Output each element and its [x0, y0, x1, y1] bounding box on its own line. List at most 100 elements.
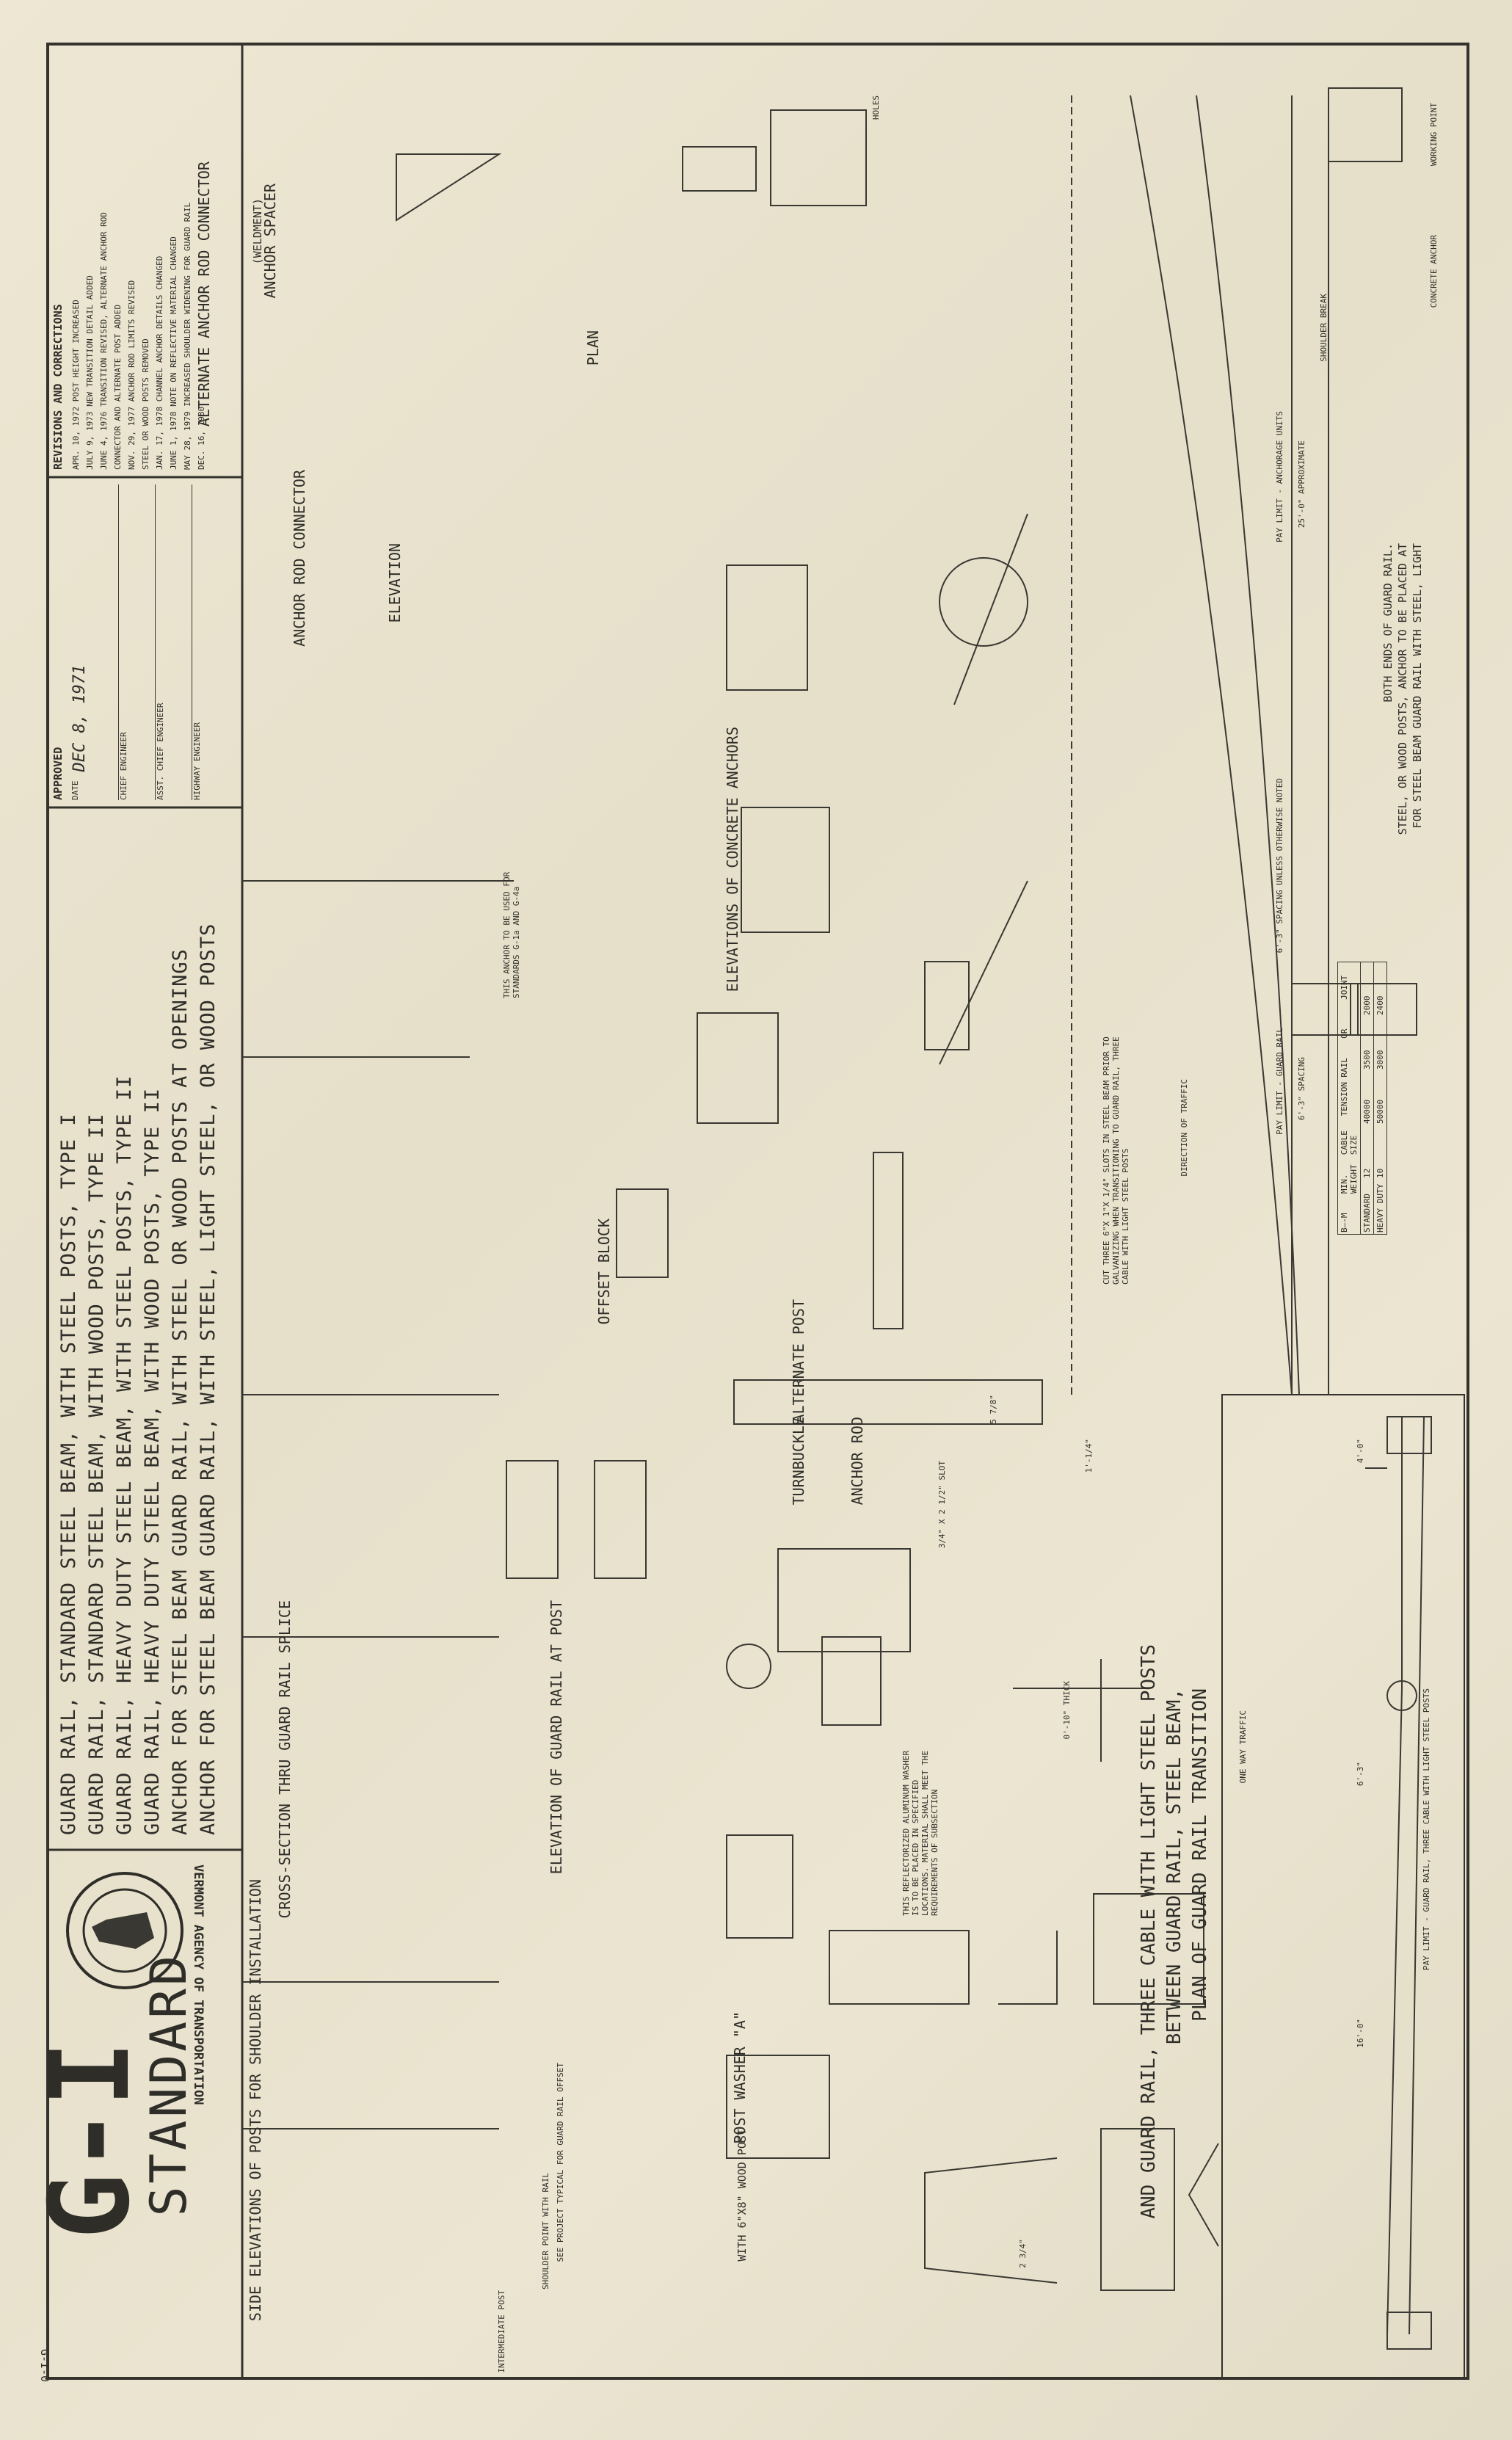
- label-anchor-spacer-sub: (WELDMENT): [251, 198, 264, 265]
- label-elevations-concrete-anchors: ELEVATIONS OF CONCRETE ANCHORS: [724, 727, 741, 992]
- anchor-note-1: FOR STEEL BEAM GUARD RAIL WITH STEEL, LI…: [1411, 543, 1424, 829]
- pay-limit-guard-rail: PAY LIMIT - GUARD RAIL: [1275, 1028, 1284, 1135]
- title-line-6: ANCHOR FOR STEEL BEAM GUARD RAIL, WITH S…: [197, 923, 219, 1835]
- label-alternate-post: ALTERNATE POST: [790, 1299, 807, 1423]
- anchor-note-2: STEEL, OR WOOD POSTS, ANCHOR TO BE PLACE…: [1396, 543, 1409, 835]
- one-way-traffic: ONE WAY TRAFFIC: [1238, 1710, 1248, 1784]
- table-cell: 10: [1375, 1168, 1385, 1178]
- table-header: RAIL: [1340, 1058, 1349, 1078]
- table-header-row: B—-M MIN. WEIGHT CABLE SIZE TENSION RAIL…: [1338, 962, 1361, 1234]
- table-header: MIN. WEIGHT: [1340, 1164, 1359, 1194]
- intermediate-post: INTERMEDIATE POST: [497, 2290, 506, 2373]
- working-point: WORKING POINT: [1429, 103, 1439, 167]
- transition-title-1: PLAN OF GUARD RAIL TRANSITION: [1189, 1688, 1211, 2022]
- signature-2: [133, 484, 156, 800]
- label-wood-post: WITH 6"X8" WOOD POST: [735, 2129, 749, 2262]
- transition-title-2: BETWEEN GUARD RAIL, STEEL BEAM,: [1163, 1688, 1185, 2045]
- role-asst-chief-engineer: ASST. CHIEF ENGINEER: [156, 702, 165, 800]
- revision-entry: JUNE 4, 1976 TRANSITION REVISED, ALTERNA…: [99, 212, 109, 470]
- dimension: 3/4" X 2 1/2" SLOT: [937, 1461, 947, 1549]
- revision-entry: CONNECTOR AND ALTERNATE POST ADDED: [113, 304, 123, 470]
- table-cell: STANDARD: [1362, 1194, 1372, 1232]
- spacing-note: 6'-3" SPACING UNLESS OTHERWISE NOTED: [1275, 778, 1284, 954]
- holes: HOLES: [871, 95, 881, 120]
- label-offset-block: OFFSET BLOCK: [595, 1219, 613, 1325]
- revision-entry: NOV. 29, 1977 ANCHOR ROD LIMITS REVISED: [127, 280, 137, 470]
- label-alternate-anchor-rod-connector: ALTERNATE ANCHOR ROD CONNECTOR: [195, 161, 213, 427]
- table-header: OR: [1340, 1028, 1349, 1039]
- revision-entry: JUNE 1, 1978 NOTE ON REFLECTIVE MATERIAL…: [169, 236, 178, 470]
- table-cell: 2000: [1362, 995, 1372, 1016]
- signature-3: [170, 484, 192, 800]
- role-chief-engineer: CHIEF ENGINEER: [119, 732, 128, 800]
- table-header: JOINT: [1340, 975, 1349, 1000]
- table-cell: 3500: [1362, 1050, 1372, 1070]
- title-line-4: GUARD RAIL, HEAVY DUTY STEEL BEAM, WITH …: [141, 1087, 164, 1835]
- revision-entry: STEEL OR WOOD POSTS REMOVED: [141, 338, 150, 470]
- table-row: HEAVY DUTY 10 50000 3000 2400: [1374, 962, 1386, 1234]
- rail-joint-table: B—-M MIN. WEIGHT CABLE SIZE TENSION RAIL…: [1337, 962, 1387, 1235]
- label-post-washer: POST WASHER "A": [731, 2011, 749, 2144]
- table-cell: 3000: [1375, 1050, 1385, 1070]
- reflective-note: THIS REFLECTORIZED ALUMINUM WASHER IS TO…: [901, 1750, 939, 1916]
- table-header: TENSION: [1340, 1082, 1349, 1116]
- title-lines: GUARD RAIL, STANDARD STEEL BEAM, WITH ST…: [55, 822, 231, 1835]
- approval-block: APPROVED DATE DEC 8, 1971 CHIEF ENGINEER…: [51, 484, 235, 800]
- shoulder-break: SHOULDER BREAK: [1319, 294, 1329, 362]
- revisions-heading: REVISIONS AND CORRECTIONS: [51, 304, 65, 470]
- dimension: 16'-0": [1356, 2019, 1365, 2048]
- role-highway-engineer: HIGHWAY ENGINEER: [192, 722, 202, 800]
- title-line-1: GUARD RAIL, STANDARD STEEL BEAM, WITH ST…: [57, 1113, 80, 1835]
- table-cell: 40000: [1362, 1099, 1372, 1124]
- shoulder-point: SHOULDER POINT WITH RAIL: [541, 2173, 550, 2290]
- revision-entry: JULY 9, 1973 NEW TRANSITION DETAIL ADDED: [85, 275, 95, 470]
- table-row: STANDARD 12 40000 3500 2000: [1361, 962, 1374, 1234]
- signature-1: [96, 484, 119, 800]
- dimension: 6'-3": [1356, 1762, 1365, 1787]
- anchor-usage-note: THIS ANCHOR TO BE USED FOR STANDARDS G-1…: [502, 871, 521, 998]
- revision-entry: APR. 10, 1972 POST HEIGHT INCREASED: [71, 299, 81, 470]
- table-cell: 12: [1362, 1168, 1372, 1178]
- dimension: 6'-3" SPACING: [1297, 1057, 1306, 1121]
- sheet-code: G-I-0: [38, 2349, 51, 2383]
- agency-ring-text: VERMONT AGENCY OF TRANSPORTATION: [191, 1865, 206, 2105]
- title-line-3: GUARD RAIL, HEAVY DUTY STEEL BEAM, WITH …: [113, 1075, 136, 1835]
- label-anchor-rod-connector: ANCHOR ROD CONNECTOR: [291, 470, 308, 647]
- title-line-5: ANCHOR FOR STEEL BEAM GUARD RAIL, WITH S…: [169, 948, 192, 1835]
- dimension: 4'-0": [1356, 1439, 1365, 1464]
- label-elevation: ELEVATION: [386, 543, 404, 623]
- label-anchor-rod: ANCHOR ROD: [848, 1417, 866, 1506]
- dimension: 0'-10" THICK: [1062, 1681, 1072, 1740]
- pay-limit-anchorage: PAY LIMIT - ANCHORAGE UNITS: [1275, 411, 1284, 542]
- table-header: B—-M: [1340, 1213, 1349, 1233]
- table-cell: 2400: [1375, 995, 1385, 1016]
- table-header: CABLE SIZE: [1340, 1130, 1359, 1155]
- vermont-seal: [66, 1872, 183, 1989]
- see-project: SEE PROJECT TYPICAL FOR GUARD RAIL OFFSE…: [556, 2063, 565, 2262]
- date-label: DATE: [70, 780, 80, 801]
- concrete-anchor: CONCRETE ANCHOR: [1429, 235, 1439, 308]
- approved-label: APPROVED: [51, 747, 65, 800]
- sheet-number: G-I: [26, 2041, 154, 2240]
- anchor-note-3: BOTH ENDS OF GUARD RAIL.: [1381, 543, 1395, 702]
- dimension: 5 7/8": [989, 1395, 998, 1424]
- approval-date: DEC 8, 1971: [70, 664, 89, 772]
- dimension: 25'-0" APPROXIMATE: [1297, 440, 1306, 529]
- revision-entry: MAY 28, 1979 INCREASED SHOULDER WIDENING…: [183, 202, 192, 470]
- slot-note: CUT THREE 6"X 1"X 1/4" SLOTS IN STEEL BE…: [1102, 1036, 1130, 1285]
- transition-title-3: AND GUARD RAIL, THREE CABLE WITH LIGHT S…: [1138, 1644, 1160, 2219]
- direction-traffic: DIRECTION OF TRAFFIC: [1180, 1079, 1189, 1177]
- table-cell: 50000: [1375, 1099, 1385, 1124]
- pay-limit-three-cable: PAY LIMIT - GUARD RAIL, THREE CABLE WITH…: [1422, 1688, 1431, 1971]
- table-cell: HEAVY DUTY: [1375, 1183, 1385, 1232]
- dimension: 2 3/4": [1018, 2239, 1028, 2268]
- revision-entry: JAN. 17, 1978 CHANNEL ANCHOR DETAILS CHA…: [155, 255, 164, 470]
- label-cross-section-splice: CROSS-SECTION THRU GUARD RAIL SPLICE: [276, 1600, 294, 1919]
- label-side-elevations: SIDE ELEVATIONS OF POSTS FOR SHOULDER IN…: [247, 1879, 264, 2322]
- label-turnbuckle: TURNBUCKLE: [790, 1417, 807, 1506]
- label-plan: PLAN: [584, 330, 602, 366]
- label-elevation-at-post: ELEVATION OF GUARD RAIL AT POST: [548, 1600, 565, 1875]
